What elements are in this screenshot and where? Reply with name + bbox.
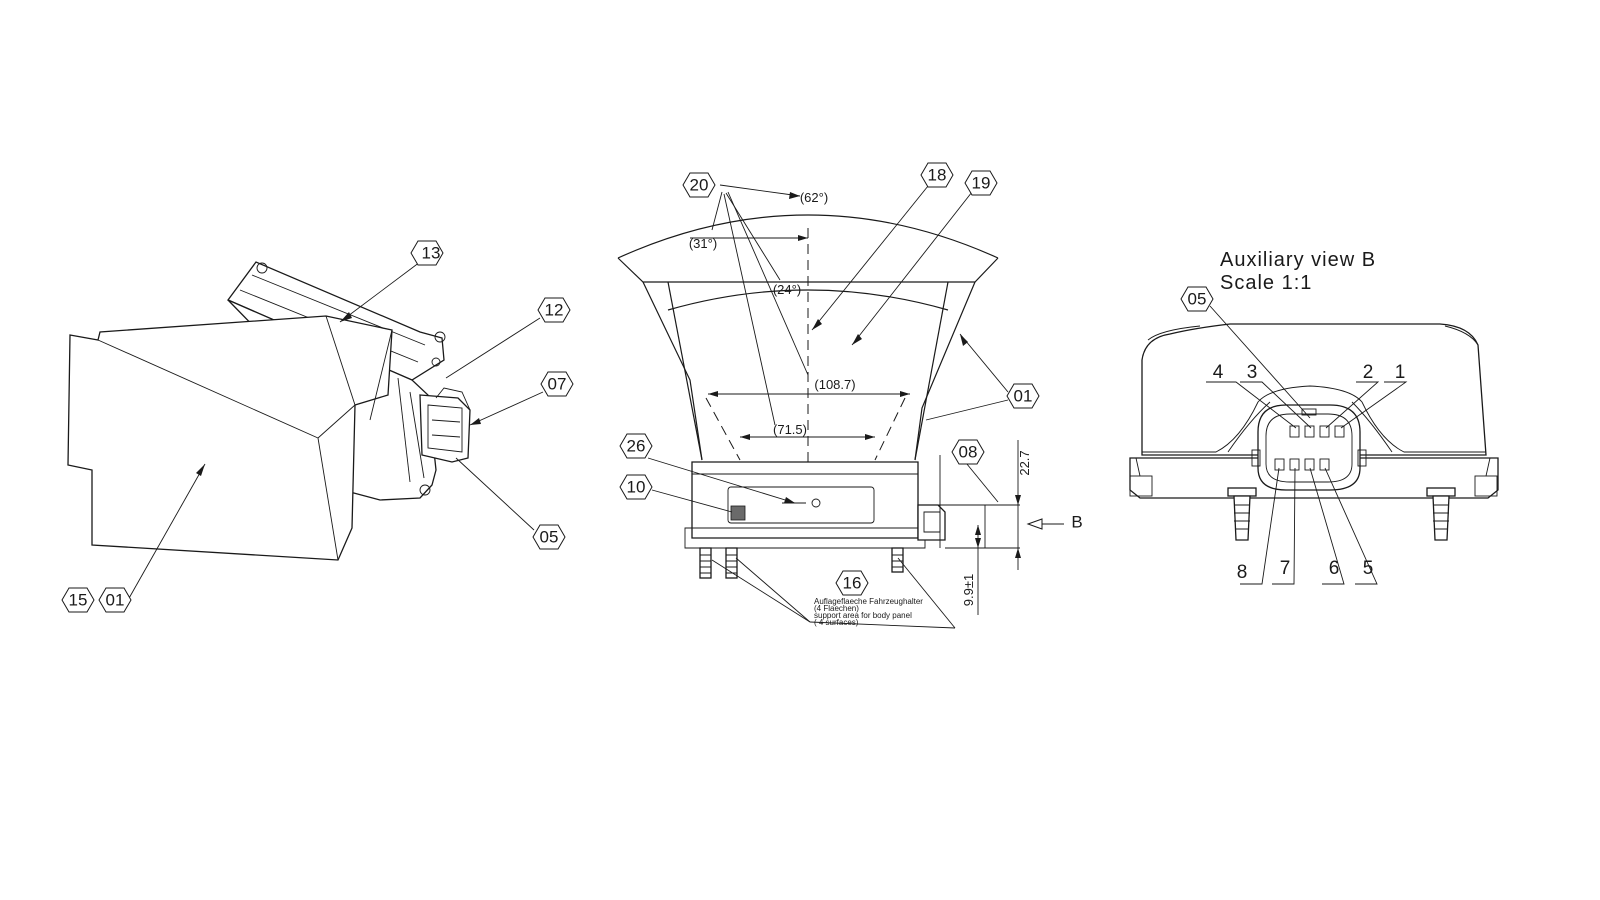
pin-1: 1 <box>1395 362 1406 383</box>
callout-05-aux: 05 <box>1180 286 1214 312</box>
pin-4: 4 <box>1213 362 1224 383</box>
pin-5: 5 <box>1363 558 1374 579</box>
svg-text:20: 20 <box>690 176 709 195</box>
qr-code <box>730 505 746 521</box>
label-plate <box>727 486 875 524</box>
svg-text:18: 18 <box>928 166 947 185</box>
aux-housing <box>1141 323 1487 456</box>
aux-studs <box>1227 487 1456 541</box>
pin-3: 3 <box>1247 362 1258 383</box>
callout-13: 13 <box>410 240 444 266</box>
pin-numbers: 4 3 2 1 8 7 6 5 <box>1213 362 1406 583</box>
hood-outline <box>617 257 999 283</box>
callout-08: 08 <box>951 439 985 465</box>
svg-text:05: 05 <box>1188 290 1207 309</box>
aux-connector <box>1251 404 1367 491</box>
dim-angle-24: (24°) <box>773 282 801 297</box>
callout-05: 05 <box>532 524 566 550</box>
callout-26: 26 <box>619 433 653 459</box>
dim-angle-31: (31°) <box>689 236 717 251</box>
callout-01: 01 <box>98 587 132 613</box>
callout-12: 12 <box>537 297 571 323</box>
dim-height-9-9: 9.9±1 <box>961 574 976 606</box>
front-housing <box>691 461 919 539</box>
callout-16: 16 <box>835 570 869 596</box>
svg-text:01: 01 <box>1014 387 1033 406</box>
callout-01-front: 01 <box>1006 383 1040 409</box>
svg-text:support area for body panel: support area for body panel <box>814 611 912 620</box>
svg-text:19: 19 <box>972 174 991 193</box>
callout-20: 20 <box>682 172 716 198</box>
support-area-note: Auflageflaeche Fahrzeughalter (4 Flaeche… <box>814 597 923 627</box>
auxiliary-view <box>1129 323 1499 541</box>
dim-height-22-7: 22.7 <box>1017 450 1032 475</box>
svg-text:15: 15 <box>69 591 88 610</box>
dim-width-108-7: (108.7) <box>814 377 855 392</box>
svg-text:26: 26 <box>627 437 646 456</box>
callout-15: 15 <box>61 587 95 613</box>
aux-leaders <box>1206 305 1408 585</box>
middle-leaders <box>647 184 1009 629</box>
fov-arc-outer <box>617 214 999 259</box>
svg-text:05: 05 <box>540 528 559 547</box>
pin-6: 6 <box>1329 558 1340 579</box>
left-leaders <box>127 261 544 601</box>
view-arrow-b-label: B <box>1071 513 1082 532</box>
callout-10: 10 <box>619 474 653 500</box>
callout-19: 19 <box>964 170 998 196</box>
mount-studs <box>699 547 904 579</box>
pin-2: 2 <box>1363 362 1374 383</box>
svg-text:( 4 surfaces): ( 4 surfaces) <box>814 618 859 627</box>
svg-text:(4 Flaechen): (4 Flaechen) <box>814 604 859 613</box>
front-view <box>617 214 1064 615</box>
dim-width-71-5: (71.5) <box>773 422 807 437</box>
fov-arc-inner <box>667 289 949 311</box>
dim-angle-62: (62°) <box>800 190 828 205</box>
pin-8: 8 <box>1237 562 1248 583</box>
svg-text:16: 16 <box>843 574 862 593</box>
connector-plug <box>419 387 471 463</box>
svg-text:Scale 1:1: Scale 1:1 <box>1220 272 1312 294</box>
svg-text:10: 10 <box>627 478 646 497</box>
hood-front-face <box>67 315 393 561</box>
callout-07: 07 <box>540 371 574 397</box>
svg-text:13: 13 <box>422 244 441 263</box>
auxiliary-view-title: Auxiliary view B Scale 1:1 <box>1220 249 1376 294</box>
svg-text:01: 01 <box>106 591 125 610</box>
isometric-view <box>67 261 471 561</box>
svg-text:07: 07 <box>548 375 567 394</box>
svg-text:Auxiliary view B: Auxiliary view B <box>1220 249 1376 271</box>
pin-7: 7 <box>1280 558 1291 579</box>
callout-18: 18 <box>920 162 954 188</box>
svg-text:12: 12 <box>545 301 564 320</box>
dimension-labels: (62°) (31°) (24°) (108.7) (71.5) 22.7 9.… <box>689 190 1083 606</box>
svg-text:08: 08 <box>959 443 978 462</box>
svg-text:Auflageflaeche Fahrzeughalter: Auflageflaeche Fahrzeughalter <box>814 597 923 606</box>
